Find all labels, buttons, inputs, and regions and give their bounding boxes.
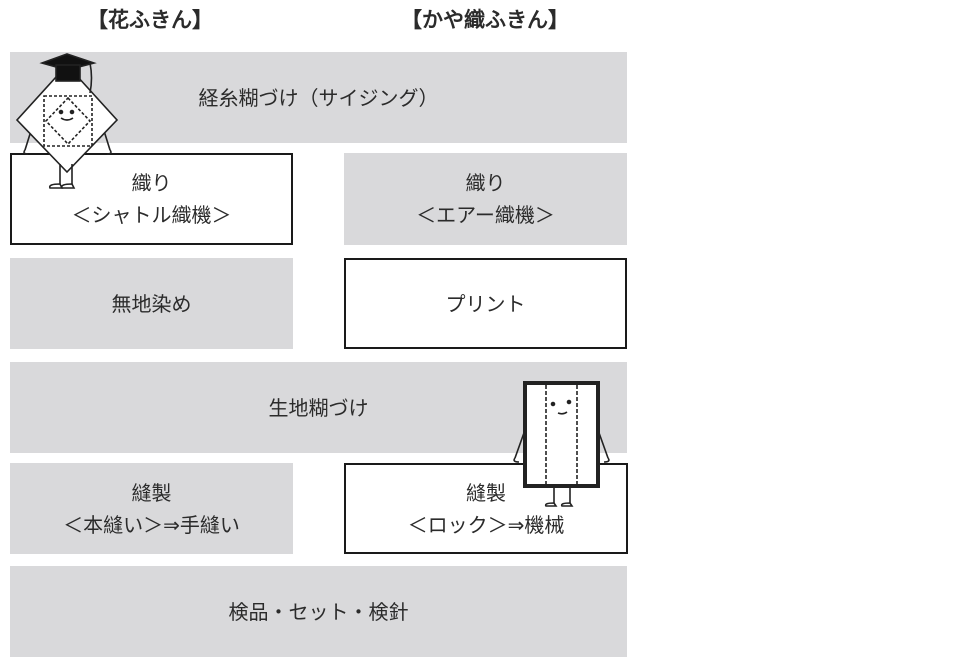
step-warp-sizing: 経糸糊づけ（サイジング） [10,52,627,143]
step-print-right: プリント [344,258,627,349]
header-kaya-fukin: 【かや織ふきん】 [401,8,569,32]
step-label: プリント [445,291,526,316]
step-label: 縫製 [466,480,506,505]
step-label: 縫製 [131,480,172,505]
step-sew-left: 縫製 ＜本縫い＞⇒手縫い [10,463,293,554]
step-weave-right: 織り ＜エアー織機＞ [344,153,627,245]
step-sublabel: ＜エアー織機＞ [416,203,555,227]
step-label: 織り [465,171,506,195]
step-label: 経糸糊づけ（サイジング） [198,85,439,110]
header-hana-fukin: 【花ふきん】 [87,8,213,32]
step-dye-left: 無地染め [10,258,293,349]
step-sublabel: ＜本縫い＞⇒手縫い [63,512,240,537]
step-inspection: 検品・セット・検針 [10,566,627,657]
step-label: 織り [131,171,172,195]
step-label: 無地染め [111,291,192,316]
step-label: 検品・セット・検針 [228,599,409,624]
step-weave-left: 織り ＜シャトル織機＞ [10,153,293,245]
step-label: 生地糊づけ [268,395,369,420]
step-fabric-sizing: 生地糊づけ [10,362,627,453]
step-sublabel: ＜シャトル織機＞ [71,203,232,227]
step-sublabel: ＜ロック＞⇒機械 [407,512,565,537]
step-sew-right: 縫製 ＜ロック＞⇒機械 [344,463,628,554]
